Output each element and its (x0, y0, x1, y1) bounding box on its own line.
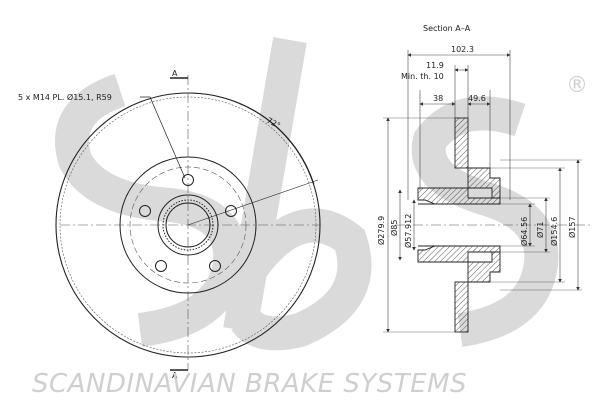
dim-hub-flange: Ø157 (567, 216, 577, 238)
dim-min-thickness: Min. th. 10 (401, 72, 444, 81)
hub-lower (417, 245, 501, 263)
center-bore-circle (165, 202, 211, 248)
dim-outer-diameter: Ø279.9 (376, 216, 386, 245)
bolt-hole (182, 174, 194, 186)
disc-plate-lower (454, 281, 469, 333)
dim-hub-outer: Ø71 (535, 222, 545, 238)
angle-arc (187, 92, 315, 185)
bolt-pitch-circle (129, 166, 247, 284)
brand-text: SCANDINAVIAN BRAKE SYSTEMS (32, 369, 467, 399)
spline-circle (162, 199, 214, 251)
registered-mark: ® (566, 73, 588, 98)
bolt-hole (155, 260, 167, 272)
dim-pilot-diameter: Ø85 (389, 220, 399, 236)
section-dimension-lines (383, 53, 582, 333)
bolt-holes (139, 174, 237, 272)
dim-hat-diameter: Ø154.6 (549, 217, 559, 246)
bolt-hole (139, 205, 151, 217)
dim-overall-width: 102.3 (451, 45, 474, 54)
disc-friction-ring (59, 96, 317, 354)
dim-hub-depth: 49.6 (468, 94, 486, 103)
angle-ray (187, 179, 319, 226)
section-view (395, 50, 590, 333)
dim-inner-bore: Ø64.56 (519, 217, 529, 246)
dim-bore-diameter: Ø57.912 (403, 214, 413, 248)
disc-plate-upper (454, 117, 469, 169)
bolt-note: 5 x M14 PL. Ø15.1, R59 (18, 92, 112, 102)
bolt-hole (209, 260, 221, 272)
bolt-hole (225, 205, 237, 217)
hat-outer-circle (119, 156, 257, 294)
front-view (55, 75, 321, 371)
section-marker-bottom: A (172, 371, 178, 380)
dim-hub-offset: 38 (433, 94, 443, 103)
note-leader (140, 96, 186, 179)
hat-wall-lower (467, 251, 501, 283)
section-title: Section A–A (423, 24, 471, 33)
hub-bore-circle (157, 194, 219, 256)
dim-thickness: 11.9 (426, 61, 444, 70)
section-marker-top: A (172, 69, 178, 78)
